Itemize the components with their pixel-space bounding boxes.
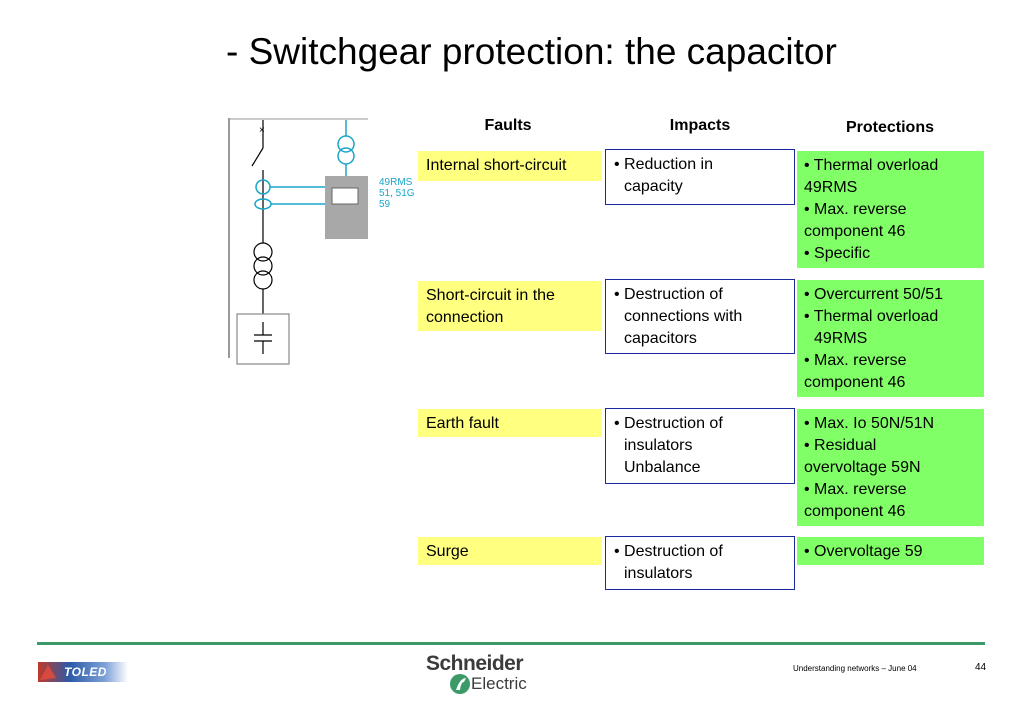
svg-text:×: × (259, 125, 265, 136)
protection-line: • Max. reverse (804, 352, 907, 369)
impact-cell: • Destruction of insulators Unbalance (605, 408, 795, 484)
protection-line: • Specific (804, 245, 871, 262)
protection-cell: • Thermal overload 49RMS • Max. reverse … (797, 151, 984, 268)
fault-text: Internal short-circuit (426, 157, 567, 174)
fault-text: Earth fault (426, 415, 499, 432)
footer-note: Understanding networks – June 04 (793, 664, 917, 673)
protection-line: overvoltage 59N (804, 459, 921, 476)
impact-line: • Destruction of (614, 286, 723, 303)
protection-cell: • Overvoltage 59 (797, 537, 984, 565)
toled-logo (38, 662, 128, 682)
impact-line: insulators (624, 437, 693, 454)
impact-line: • Reduction in (614, 156, 713, 173)
protection-line: • Overvoltage 59 (804, 543, 923, 560)
protection-line: component 46 (804, 503, 906, 520)
impact-cell: • Destruction of insulators (605, 536, 795, 590)
protection-line: • Max. reverse (804, 481, 907, 498)
page-number: 44 (975, 662, 987, 673)
page-title: - Switchgear protection: the capacitor (226, 31, 837, 72)
toled-logo-text: TOLED (64, 665, 107, 679)
protection-line: • Max. reverse (804, 201, 907, 218)
schneider-electric-logo (450, 674, 470, 694)
fault-cell: Surge (418, 537, 602, 565)
protection-line: • Thermal overload (804, 308, 939, 325)
fault-text: Surge (426, 543, 469, 560)
fault-text: Short-circuit in the connection (426, 287, 555, 326)
brand-name-bottom: Electric (471, 674, 527, 693)
diagram-label-49rms: 49RMS (379, 177, 413, 188)
protection-line: • Residual (804, 437, 877, 454)
impact-line: • Destruction of (614, 415, 723, 432)
header-protections: Protections (845, 119, 934, 136)
capacitor-single-line-diagram: × 49RMS 51, 51G 59 (228, 118, 415, 365)
fault-cell: Short-circuit in the connection (418, 281, 602, 331)
impact-line: connections with (624, 308, 743, 325)
impact-line: insulators (624, 565, 693, 582)
diagram-label-51: 51, 51G (379, 188, 415, 199)
impact-cell: • Destruction of connections with capaci… (605, 279, 795, 354)
protection-cell: • Overcurrent 50/51 • Thermal overload 4… (797, 280, 984, 397)
header-impacts: Impacts (669, 117, 731, 134)
impact-line: capacitors (624, 330, 697, 347)
impact-cell: • Reduction in capacity (605, 149, 795, 205)
protection-cell: • Max. Io 50N/51N • Residual overvoltage… (797, 409, 984, 526)
impact-line: Unbalance (624, 459, 701, 476)
fault-cell: Earth fault (418, 409, 602, 437)
protection-line: 49RMS (814, 330, 868, 347)
impact-line: • Destruction of (614, 543, 723, 560)
brand-name-top: Schneider (426, 652, 524, 675)
footer-divider (37, 642, 985, 645)
protection-line: • Overcurrent 50/51 (804, 286, 943, 303)
protection-line: component 46 (804, 374, 906, 391)
protection-line: • Max. Io 50N/51N (804, 415, 935, 432)
fault-cell: Internal short-circuit (418, 151, 602, 181)
protection-line: component 46 (804, 223, 906, 240)
impact-line: capacity (624, 178, 683, 195)
protection-line: 49RMS (804, 179, 858, 196)
diagram-label-59: 59 (379, 199, 391, 210)
header-faults: Faults (484, 117, 532, 134)
protection-line: • Thermal overload (804, 157, 939, 174)
